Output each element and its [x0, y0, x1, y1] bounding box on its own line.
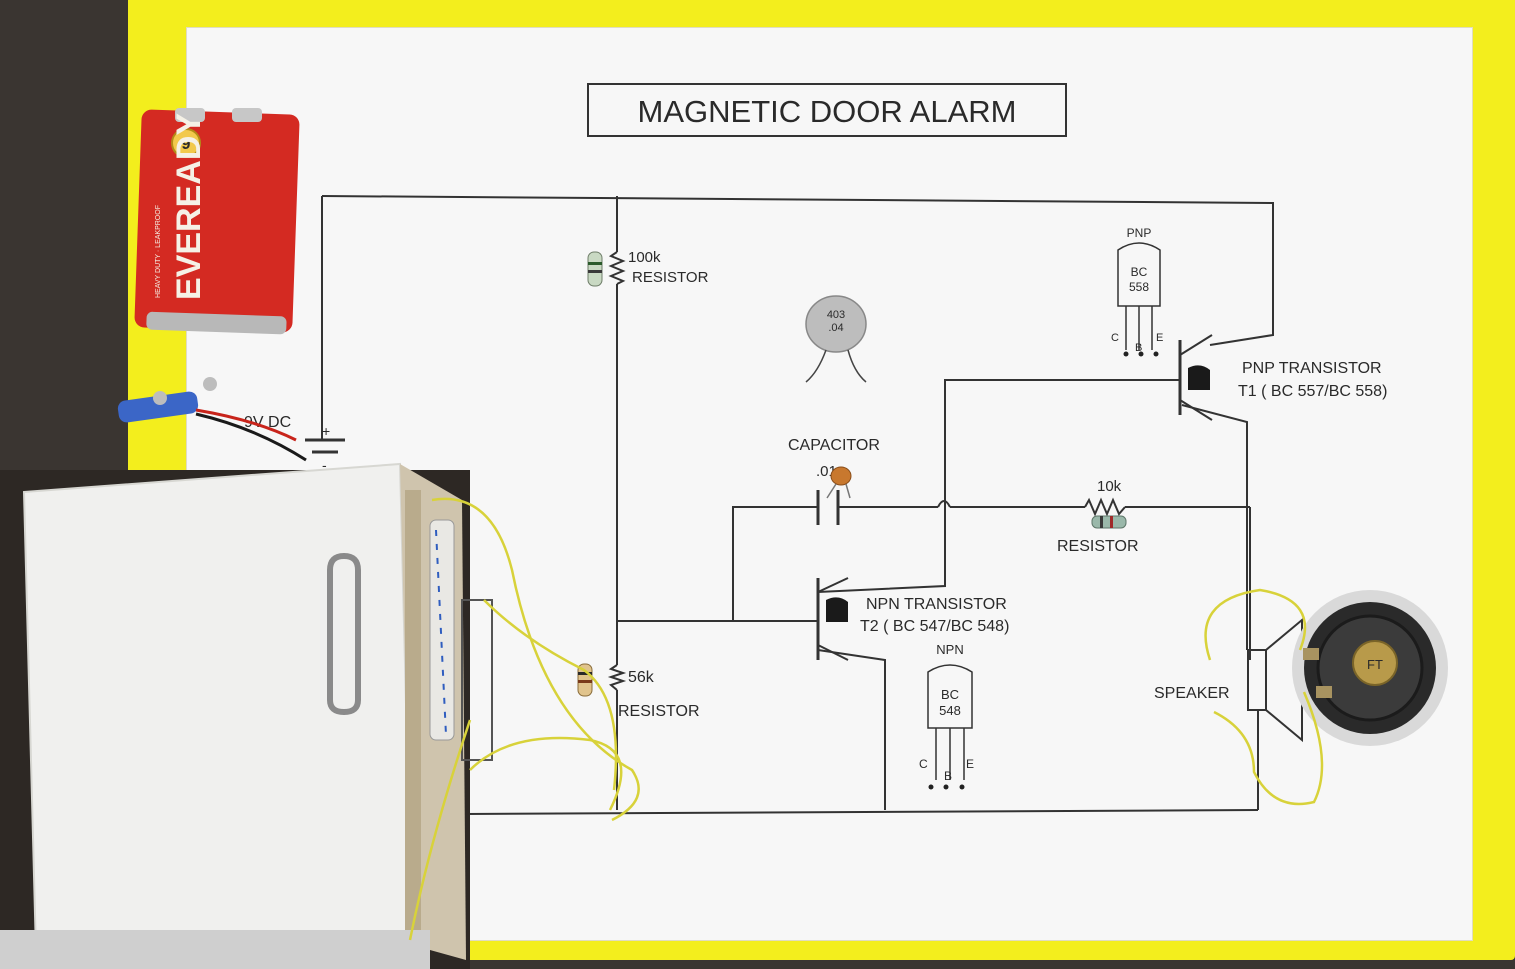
circuit-wires [305, 195, 1274, 815]
resistor-10k-name: RESISTOR [1057, 538, 1139, 555]
npn-pin-e: E [966, 757, 974, 771]
door-model [0, 462, 493, 969]
npn-body-line2: 548 [939, 703, 961, 718]
resistor-10k-value: 10k [1097, 478, 1122, 495]
pnp-transistor-component [1188, 365, 1210, 390]
pnp-pin-b: B [1135, 342, 1142, 354]
capacitor-disc-text-1: 403 [827, 309, 845, 321]
resistor-100k-value: 100k [628, 249, 661, 266]
npn-transistor-part: T2 ( BC 547/BC 548) [860, 618, 1009, 635]
npn-body-line1: BC [941, 687, 959, 702]
pnp-package-drawing: PNP BC 558 C B E [1111, 226, 1163, 357]
capacitor-disc-drawing: 403 .04 [805, 295, 867, 383]
npn-pin-b: B [944, 769, 952, 783]
resistor-10k-labels: 10k RESISTOR [1057, 478, 1139, 555]
npn-pin-title: NPN [936, 642, 963, 657]
resistor-56k-name: RESISTOR [618, 703, 700, 720]
resistor-56k-value: 56k [628, 669, 655, 686]
pnp-body-line2: 558 [1129, 280, 1149, 294]
power-label: 9V DC + - [244, 414, 330, 473]
battery-subtext: HEAVY DUTY · LEAKPROOF [155, 205, 162, 298]
speaker-component: FT [1292, 590, 1448, 746]
npn-transistor-component [826, 597, 848, 622]
resistor-components [577, 251, 1127, 697]
battery-component: 9 EVEREADY HEAVY DUTY · LEAKPROOF [117, 108, 307, 462]
capacitor-disc-text-2: .04 [828, 322, 843, 334]
power-voltage-label: 9V DC [244, 414, 291, 431]
jumper-wires [408, 497, 1324, 941]
pnp-pin-e: E [1156, 332, 1163, 344]
pnp-transistor-part: T1 ( BC 557/BC 558) [1238, 383, 1387, 400]
capacitor-labels: CAPACITOR .01 [788, 437, 880, 480]
speaker-cap-text: FT [1367, 657, 1383, 672]
pnp-body-line1: BC [1131, 265, 1148, 279]
npn-pin-c: C [919, 757, 928, 771]
page-title: MAGNETIC DOOR ALARM [638, 94, 1017, 129]
npn-package-drawing: NPN BC 548 C B E [919, 642, 974, 790]
title-box: MAGNETIC DOOR ALARM [587, 83, 1067, 137]
resistor-100k-labels: 100k RESISTOR [628, 249, 709, 286]
npn-transistor-label: NPN TRANSISTOR [866, 596, 1007, 613]
pnp-pin-c: C [1111, 332, 1119, 344]
speaker-symbol: SPEAKER [1154, 617, 1303, 743]
power-plus-label: + [322, 423, 330, 439]
resistor-100k-name: RESISTOR [632, 269, 709, 286]
resistor-56k-labels: 56k RESISTOR [618, 669, 700, 720]
battery-badge: 9 [182, 136, 191, 153]
pnp-pin-title: PNP [1127, 226, 1152, 240]
pnp-transistor-labels: PNP TRANSISTOR T1 ( BC 557/BC 558) [1238, 360, 1387, 400]
speaker-label: SPEAKER [1154, 685, 1230, 702]
power-minus-label: - [322, 457, 327, 473]
capacitor-name: CAPACITOR [788, 437, 880, 454]
pnp-transistor-label: PNP TRANSISTOR [1242, 360, 1382, 377]
capacitor-component [826, 466, 852, 499]
npn-transistor-labels: NPN TRANSISTOR T2 ( BC 547/BC 548) [860, 596, 1009, 635]
battery-brand: EVEREADY [170, 113, 208, 300]
